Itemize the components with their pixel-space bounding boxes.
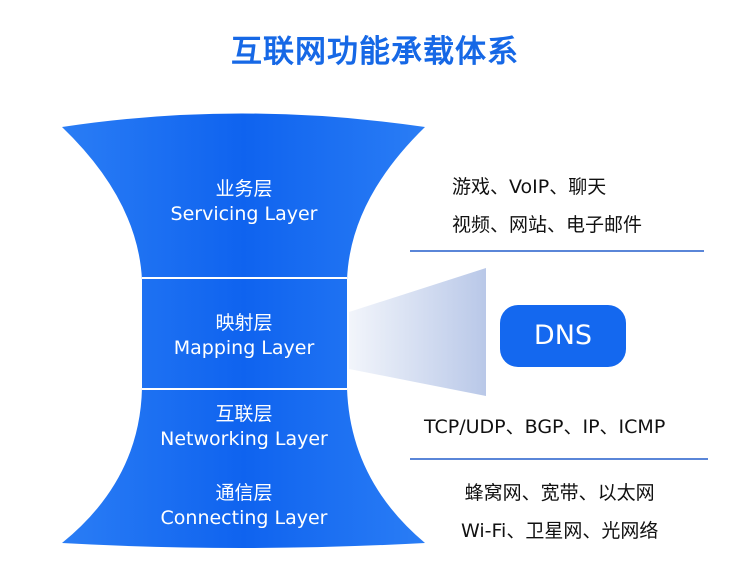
hourglass-shape [62, 113, 425, 548]
dns-badge: DNS [500, 305, 626, 367]
connecting-layer-zh: 通信层 [215, 482, 273, 504]
servicing-layer: 业务层 Servicing Layer [134, 177, 354, 227]
connecting-layer: 通信层 Connecting Layer [134, 481, 354, 531]
networking-layer-zh: 互联层 [215, 403, 273, 425]
connecting-layer-en: Connecting Layer [160, 507, 328, 529]
mapping-layer-zh: 映射层 [215, 312, 273, 334]
servicing-examples: 游戏、VoIP、聊天 视频、网站、电子邮件 [452, 168, 642, 244]
networking-layer-en: Networking Layer [160, 428, 328, 450]
servicing-layer-zh: 业务层 [215, 178, 273, 200]
servicing-examples-line: 视频、网站、电子邮件 [452, 214, 643, 236]
divider-line [410, 458, 708, 460]
mapping-layer-en: Mapping Layer [173, 337, 315, 359]
connecting-examples: 蜂窝网、宽带、以太网 Wi-Fi、卫星网、光网络 [461, 474, 658, 550]
servicing-examples-line: 游戏、VoIP、聊天 [452, 176, 607, 198]
mapping-layer: 映射层 Mapping Layer [134, 311, 354, 361]
connecting-examples-line: Wi-Fi、卫星网、光网络 [461, 520, 659, 542]
networking-layer: 互联层 Networking Layer [134, 402, 354, 452]
divider-line [410, 250, 704, 252]
connecting-examples-line: 蜂窝网、宽带、以太网 [464, 482, 655, 504]
servicing-layer-en: Servicing Layer [170, 203, 318, 225]
mapping-ray [349, 268, 486, 396]
diagram-title: 互联网功能承载体系 [231, 34, 519, 70]
networking-protocols: TCP/UDP、BGP、IP、ICMP [424, 416, 666, 438]
